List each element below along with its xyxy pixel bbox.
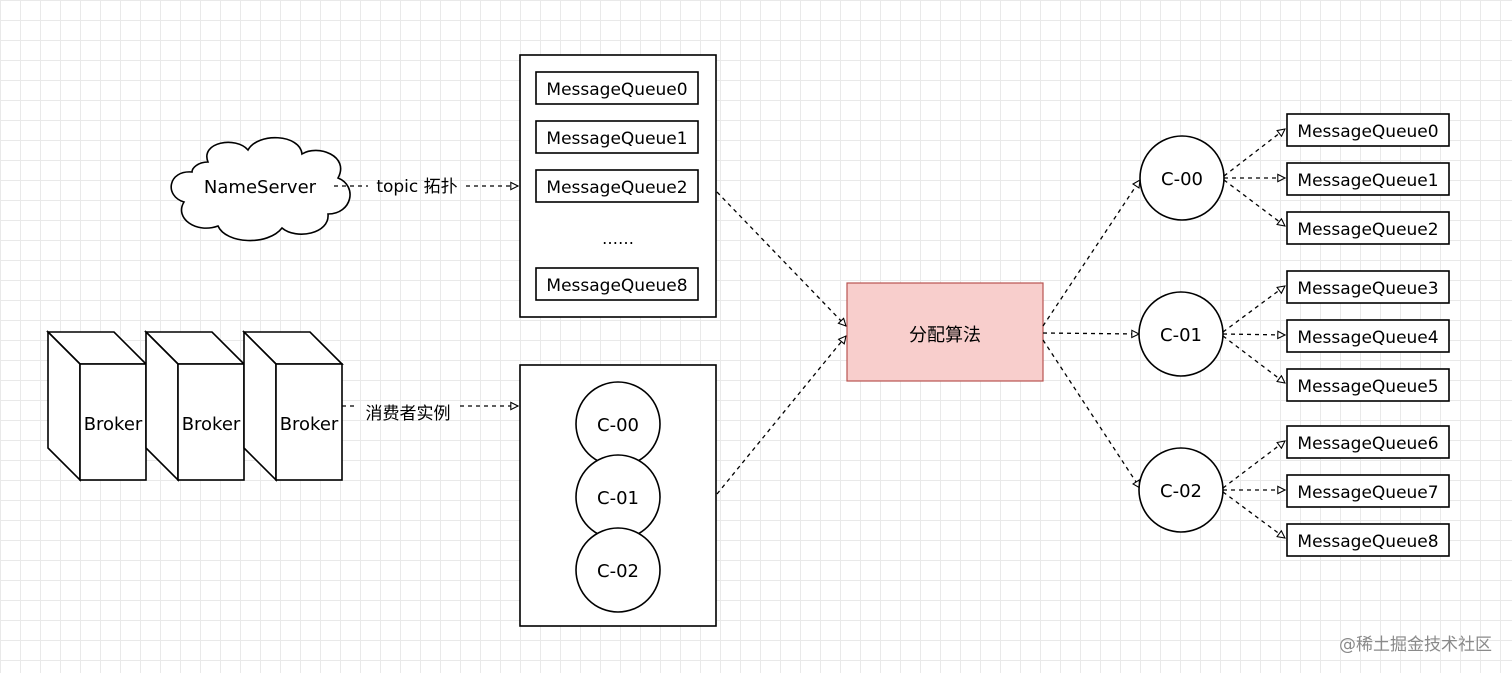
- queue-box: [1286, 319, 1450, 353]
- queue-box: MessageQueue1: [535, 120, 699, 154]
- queue-label: MessageQueue4: [1297, 328, 1438, 348]
- queue-box: [1286, 523, 1450, 557]
- queue-box: [1286, 113, 1450, 147]
- broker-box-1: Broker: [46, 330, 148, 482]
- queue-box: MessageQueue0: [535, 71, 699, 105]
- consumer-label: C-01: [597, 488, 639, 509]
- edge-queues-to-algorithm: [716, 191, 846, 326]
- consumer-group-c02: C-02 MessageQueue6 MessageQueue7 Message…: [1138, 425, 1450, 557]
- consumer-node: [575, 527, 661, 613]
- queue-label: MessageQueue2: [1297, 220, 1438, 240]
- queue-box: [1286, 211, 1450, 245]
- edge-consumer: 消费者实例: [342, 404, 518, 424]
- broker-box-2: Broker: [144, 330, 246, 482]
- edge-algorithm-to-c01: [1042, 333, 1139, 334]
- queue-label: MessageQueue8: [546, 276, 687, 296]
- queue-box: [1286, 270, 1450, 304]
- queue-label: MessageQueue5: [1297, 377, 1438, 397]
- edge-label-consumer: 消费者实例: [366, 404, 451, 424]
- broker-label: Broker: [182, 414, 241, 435]
- edge-consumers-to-algorithm: [716, 336, 846, 495]
- queue-box: [1286, 474, 1450, 508]
- algorithm-box: 分配算法: [846, 282, 1044, 382]
- consumer-label: C-02: [597, 561, 639, 582]
- consumer-label: C-00: [1161, 169, 1203, 190]
- nameserver-cloud: NameServer: [170, 136, 351, 242]
- queue-label: MessageQueue3: [1297, 279, 1438, 299]
- queue-label: MessageQueue2: [546, 178, 687, 198]
- queue-label: MessageQueue0: [546, 80, 687, 100]
- queue-box: MessageQueue8: [535, 267, 699, 301]
- queue-box: [1286, 425, 1450, 459]
- queue-label: MessageQueue0: [1297, 122, 1438, 142]
- broker-label: Broker: [84, 414, 143, 435]
- edge-label-topic: topic 拓扑: [376, 177, 457, 197]
- queue-label: MessageQueue8: [1297, 532, 1438, 552]
- queue-label: MessageQueue7: [1297, 483, 1438, 503]
- queue-container: MessageQueue0 MessageQueue1 MessageQueue…: [519, 54, 717, 318]
- broker-label: Broker: [280, 414, 339, 435]
- queue-box: MessageQueue2: [535, 169, 699, 203]
- edge-topic: topic 拓扑: [334, 177, 518, 197]
- algorithm-label: 分配算法: [909, 325, 981, 346]
- consumer-label: C-02: [1160, 481, 1202, 502]
- watermark-text: @稀土掘金技术社区: [1339, 635, 1492, 655]
- consumer-label: C-01: [1160, 325, 1202, 346]
- consumer-container: C-00 C-01 C-02: [519, 364, 717, 627]
- queue-ellipsis: ……: [602, 229, 634, 248]
- queue-box: [1286, 368, 1450, 402]
- consumer-group-c01: C-01 MessageQueue3 MessageQueue4 Message…: [1138, 270, 1450, 402]
- queue-label: MessageQueue1: [546, 129, 687, 149]
- consumer-label: C-00: [597, 415, 639, 436]
- queue-label: MessageQueue6: [1297, 434, 1438, 454]
- edge-algorithm-to-c00: [1042, 180, 1140, 327]
- edge-algorithm-to-c02: [1042, 339, 1140, 488]
- queue-box: [1286, 162, 1450, 196]
- queue-label: MessageQueue1: [1297, 171, 1438, 191]
- nameserver-label: NameServer: [204, 177, 317, 198]
- broker-box-3: Broker: [242, 330, 344, 482]
- consumer-group-c00: C-00 MessageQueue0 MessageQueue1 Message…: [1139, 113, 1450, 245]
